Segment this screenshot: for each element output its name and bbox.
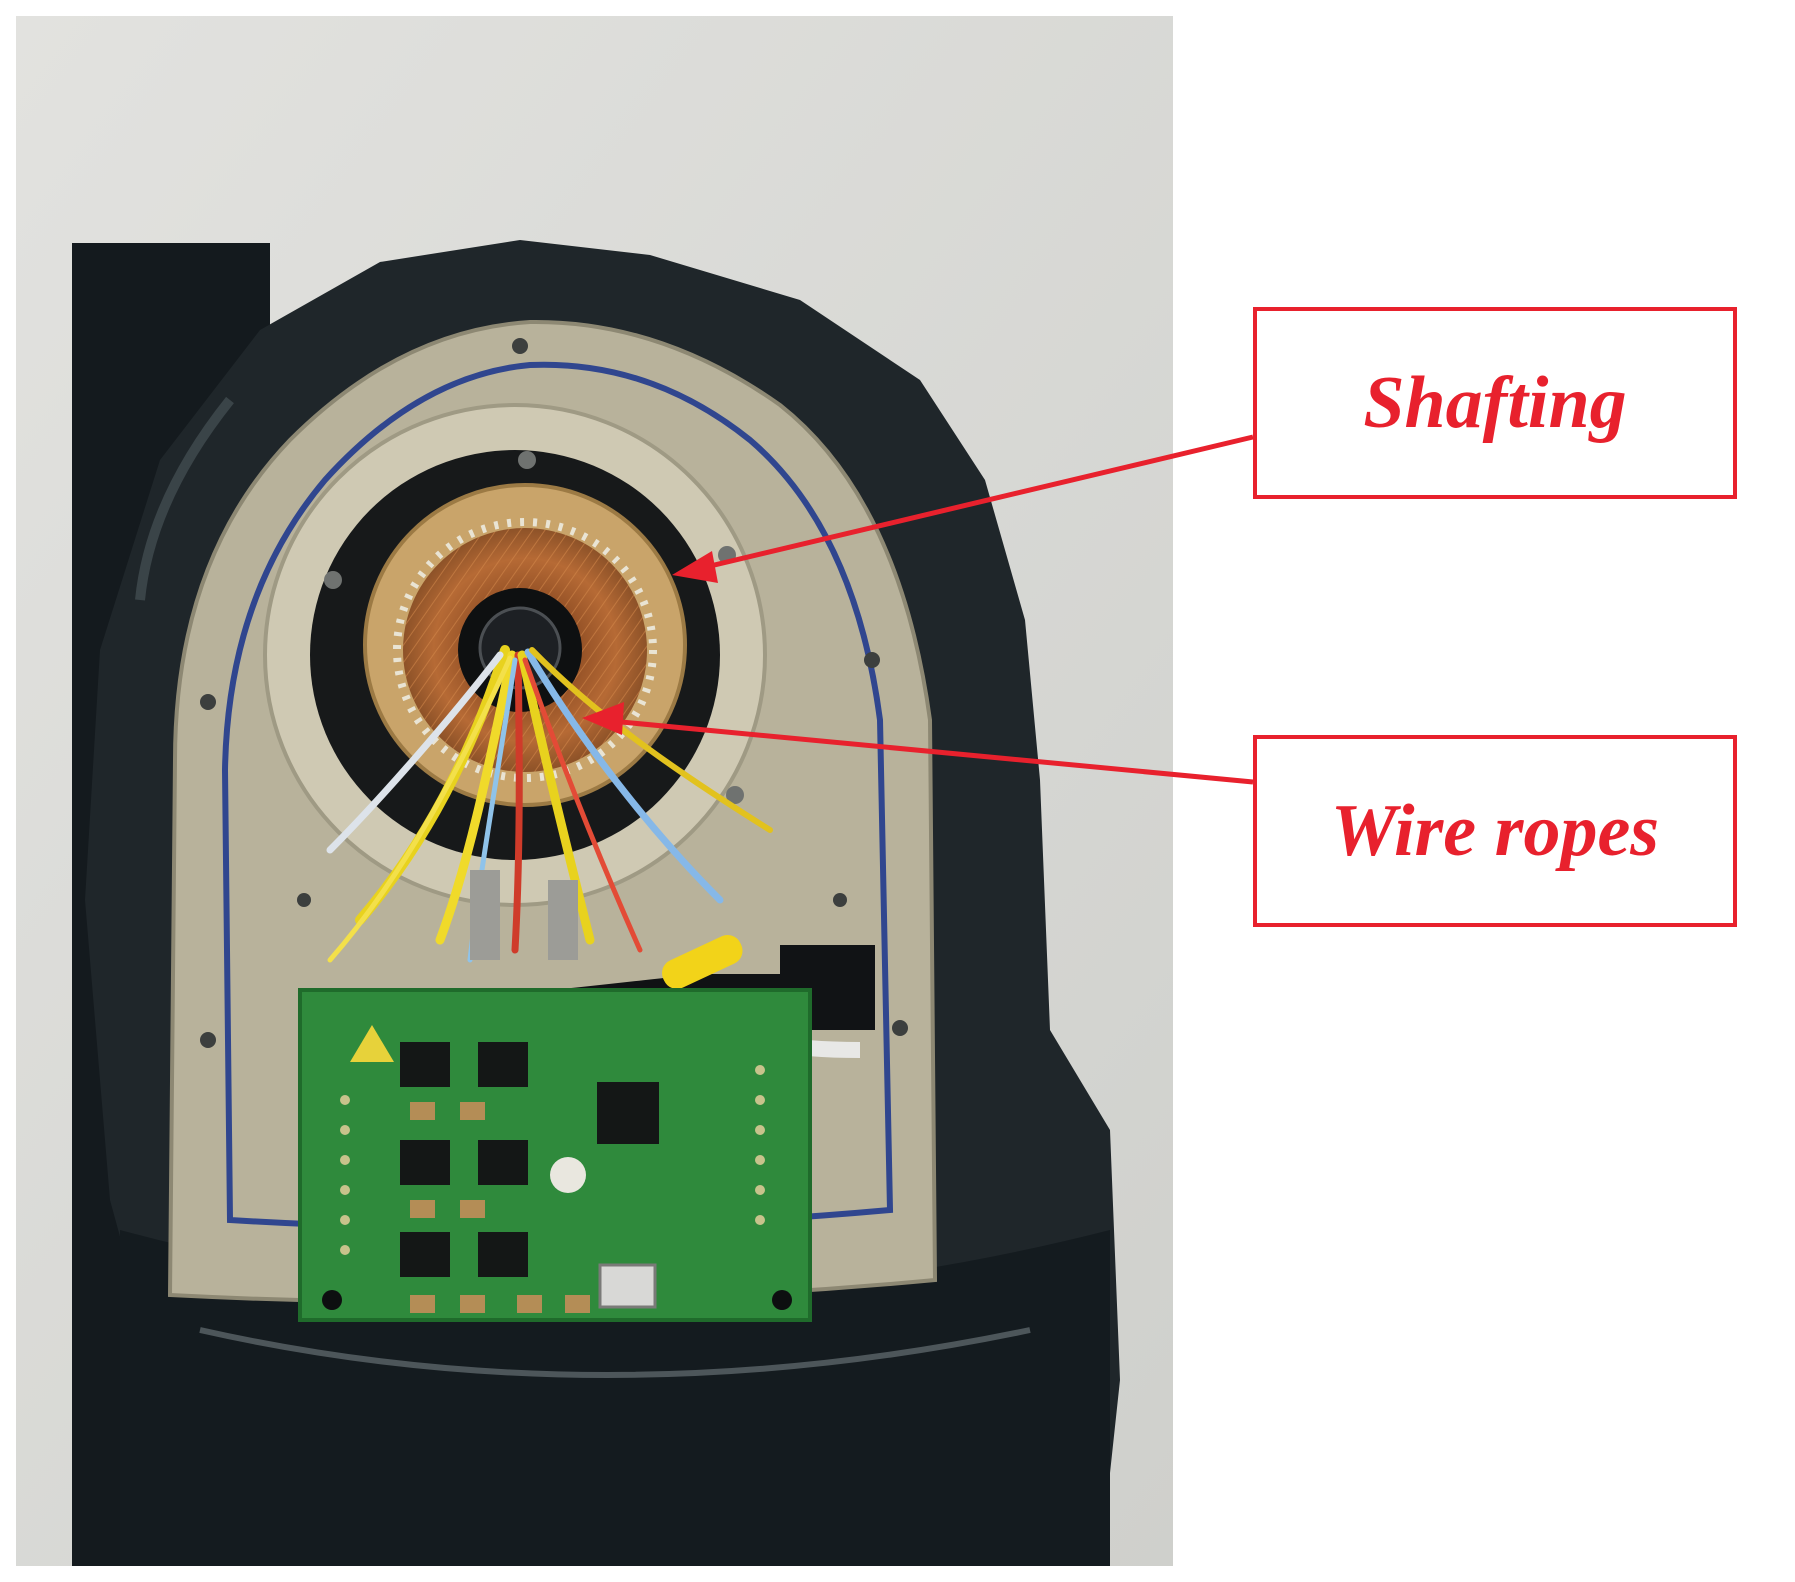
base-rim [199, 1327, 1031, 1378]
pcb-board [298, 988, 812, 1322]
pcb-capacitors [410, 1102, 590, 1313]
pcb-mount-1 [322, 1290, 342, 1310]
pcb-components [400, 1042, 659, 1277]
pcb-mount-2 [772, 1290, 792, 1310]
wire-clamp-1 [470, 870, 500, 960]
usb-port [598, 1263, 657, 1309]
wire-arrow-line [599, 717, 1254, 785]
wire-bundle [326, 645, 773, 963]
wire-clamp-2 [548, 880, 578, 960]
shafting-label: Shafting [1363, 362, 1627, 444]
ring-screw-2 [324, 571, 342, 589]
ring-screw-4 [726, 786, 744, 804]
shafting-arrow-line [684, 434, 1254, 575]
warning-label [350, 1025, 394, 1062]
wire-ropes-label: Wire ropes [1330, 790, 1660, 872]
yellow-sleeve [662, 934, 743, 989]
housing-highlight [135, 396, 234, 601]
rotary-switch [550, 1157, 586, 1193]
ring-screw-1 [518, 451, 536, 469]
shafting-callout: Shafting [1253, 307, 1737, 499]
shafting-arrowhead [672, 551, 718, 583]
wire-arrowhead [582, 702, 624, 735]
wire-ropes-callout: Wire ropes [1253, 735, 1737, 927]
coil-teeth [393, 518, 657, 782]
pcb-pin-rows [340, 1065, 765, 1255]
